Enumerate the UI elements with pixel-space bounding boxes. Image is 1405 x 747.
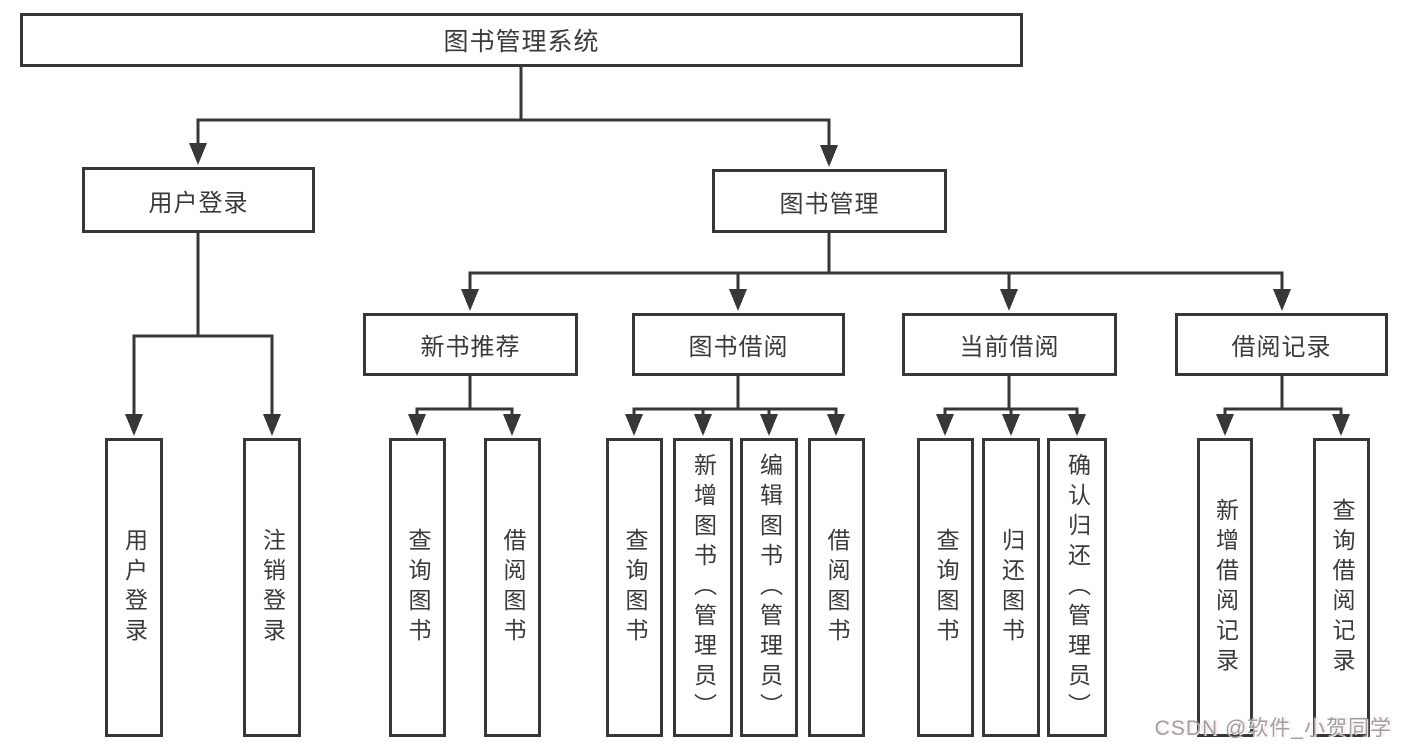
node-root-system-label: 图书管理系统: [443, 28, 600, 56]
leaf-add-book-admin: 新增图书（管理员）: [673, 438, 733, 737]
leaf-current-query-book-label: 查询图书: [933, 527, 959, 648]
leaf-recommend-query-book: 查询图书: [389, 438, 446, 737]
leaf-current-query-book: 查询图书: [917, 438, 974, 737]
leaf-query-borrow-record: 查询借阅记录: [1313, 438, 1370, 737]
leaf-recommend-borrow-book: 借阅图书: [484, 438, 541, 737]
node-current-borrow: 当前借阅: [902, 313, 1117, 376]
node-root-system: 图书管理系统: [20, 13, 1023, 67]
node-new-book-recommend: 新书推荐: [363, 313, 578, 376]
leaf-query-borrow-record-label: 查询借阅记录: [1329, 497, 1355, 678]
node-book-borrow: 图书借阅: [632, 313, 845, 376]
leaf-logout-label: 注销登录: [259, 527, 286, 648]
leaf-user-login: 用户登录: [105, 438, 163, 737]
leaf-return-book: 归还图书: [982, 438, 1040, 737]
leaf-edit-book-admin: 编辑图书（管理员）: [740, 438, 798, 737]
leaf-add-borrow-record: 新增借阅记录: [1197, 438, 1253, 737]
leaf-recommend-borrow-book-label: 借阅图书: [500, 527, 526, 648]
leaf-confirm-return-admin: 确认归还（管理员）: [1047, 438, 1107, 737]
leaf-confirm-return-admin-label: 确认归还（管理员）: [1064, 452, 1091, 723]
node-user-login-branch: 用户登录: [82, 167, 315, 233]
leaf-borrow-query-book: 查询图书: [606, 438, 663, 737]
leaf-user-login-label: 用户登录: [121, 527, 148, 648]
node-book-management-branch-label: 图书管理: [779, 190, 880, 218]
node-user-login-branch-label: 用户登录: [148, 189, 249, 217]
arrowheads: [125, 143, 1350, 436]
leaf-return-book-label: 归还图书: [998, 527, 1025, 648]
leaf-recommend-query-book-label: 查询图书: [405, 527, 431, 648]
node-book-management-branch: 图书管理: [712, 169, 947, 233]
node-borrow-record-label: 借阅记录: [1231, 334, 1332, 361]
leaf-add-book-admin-label: 新增图书（管理员）: [690, 452, 717, 723]
node-book-borrow-label: 图书借阅: [688, 334, 789, 361]
leaf-add-borrow-record-label: 新增借阅记录: [1212, 497, 1239, 678]
node-current-borrow-label: 当前借阅: [959, 334, 1060, 361]
leaf-borrow-book-label: 借阅图书: [824, 527, 850, 648]
node-borrow-record: 借阅记录: [1175, 313, 1388, 376]
node-new-book-recommend-label: 新书推荐: [420, 334, 521, 361]
csdn-watermark: CSDN @软件_小贺同学: [1154, 717, 1392, 740]
leaf-edit-book-admin-label: 编辑图书（管理员）: [756, 452, 783, 723]
leaf-borrow-book: 借阅图书: [808, 438, 865, 737]
leaf-borrow-query-book-label: 查询图书: [622, 527, 648, 648]
leaf-logout: 注销登录: [243, 438, 301, 737]
